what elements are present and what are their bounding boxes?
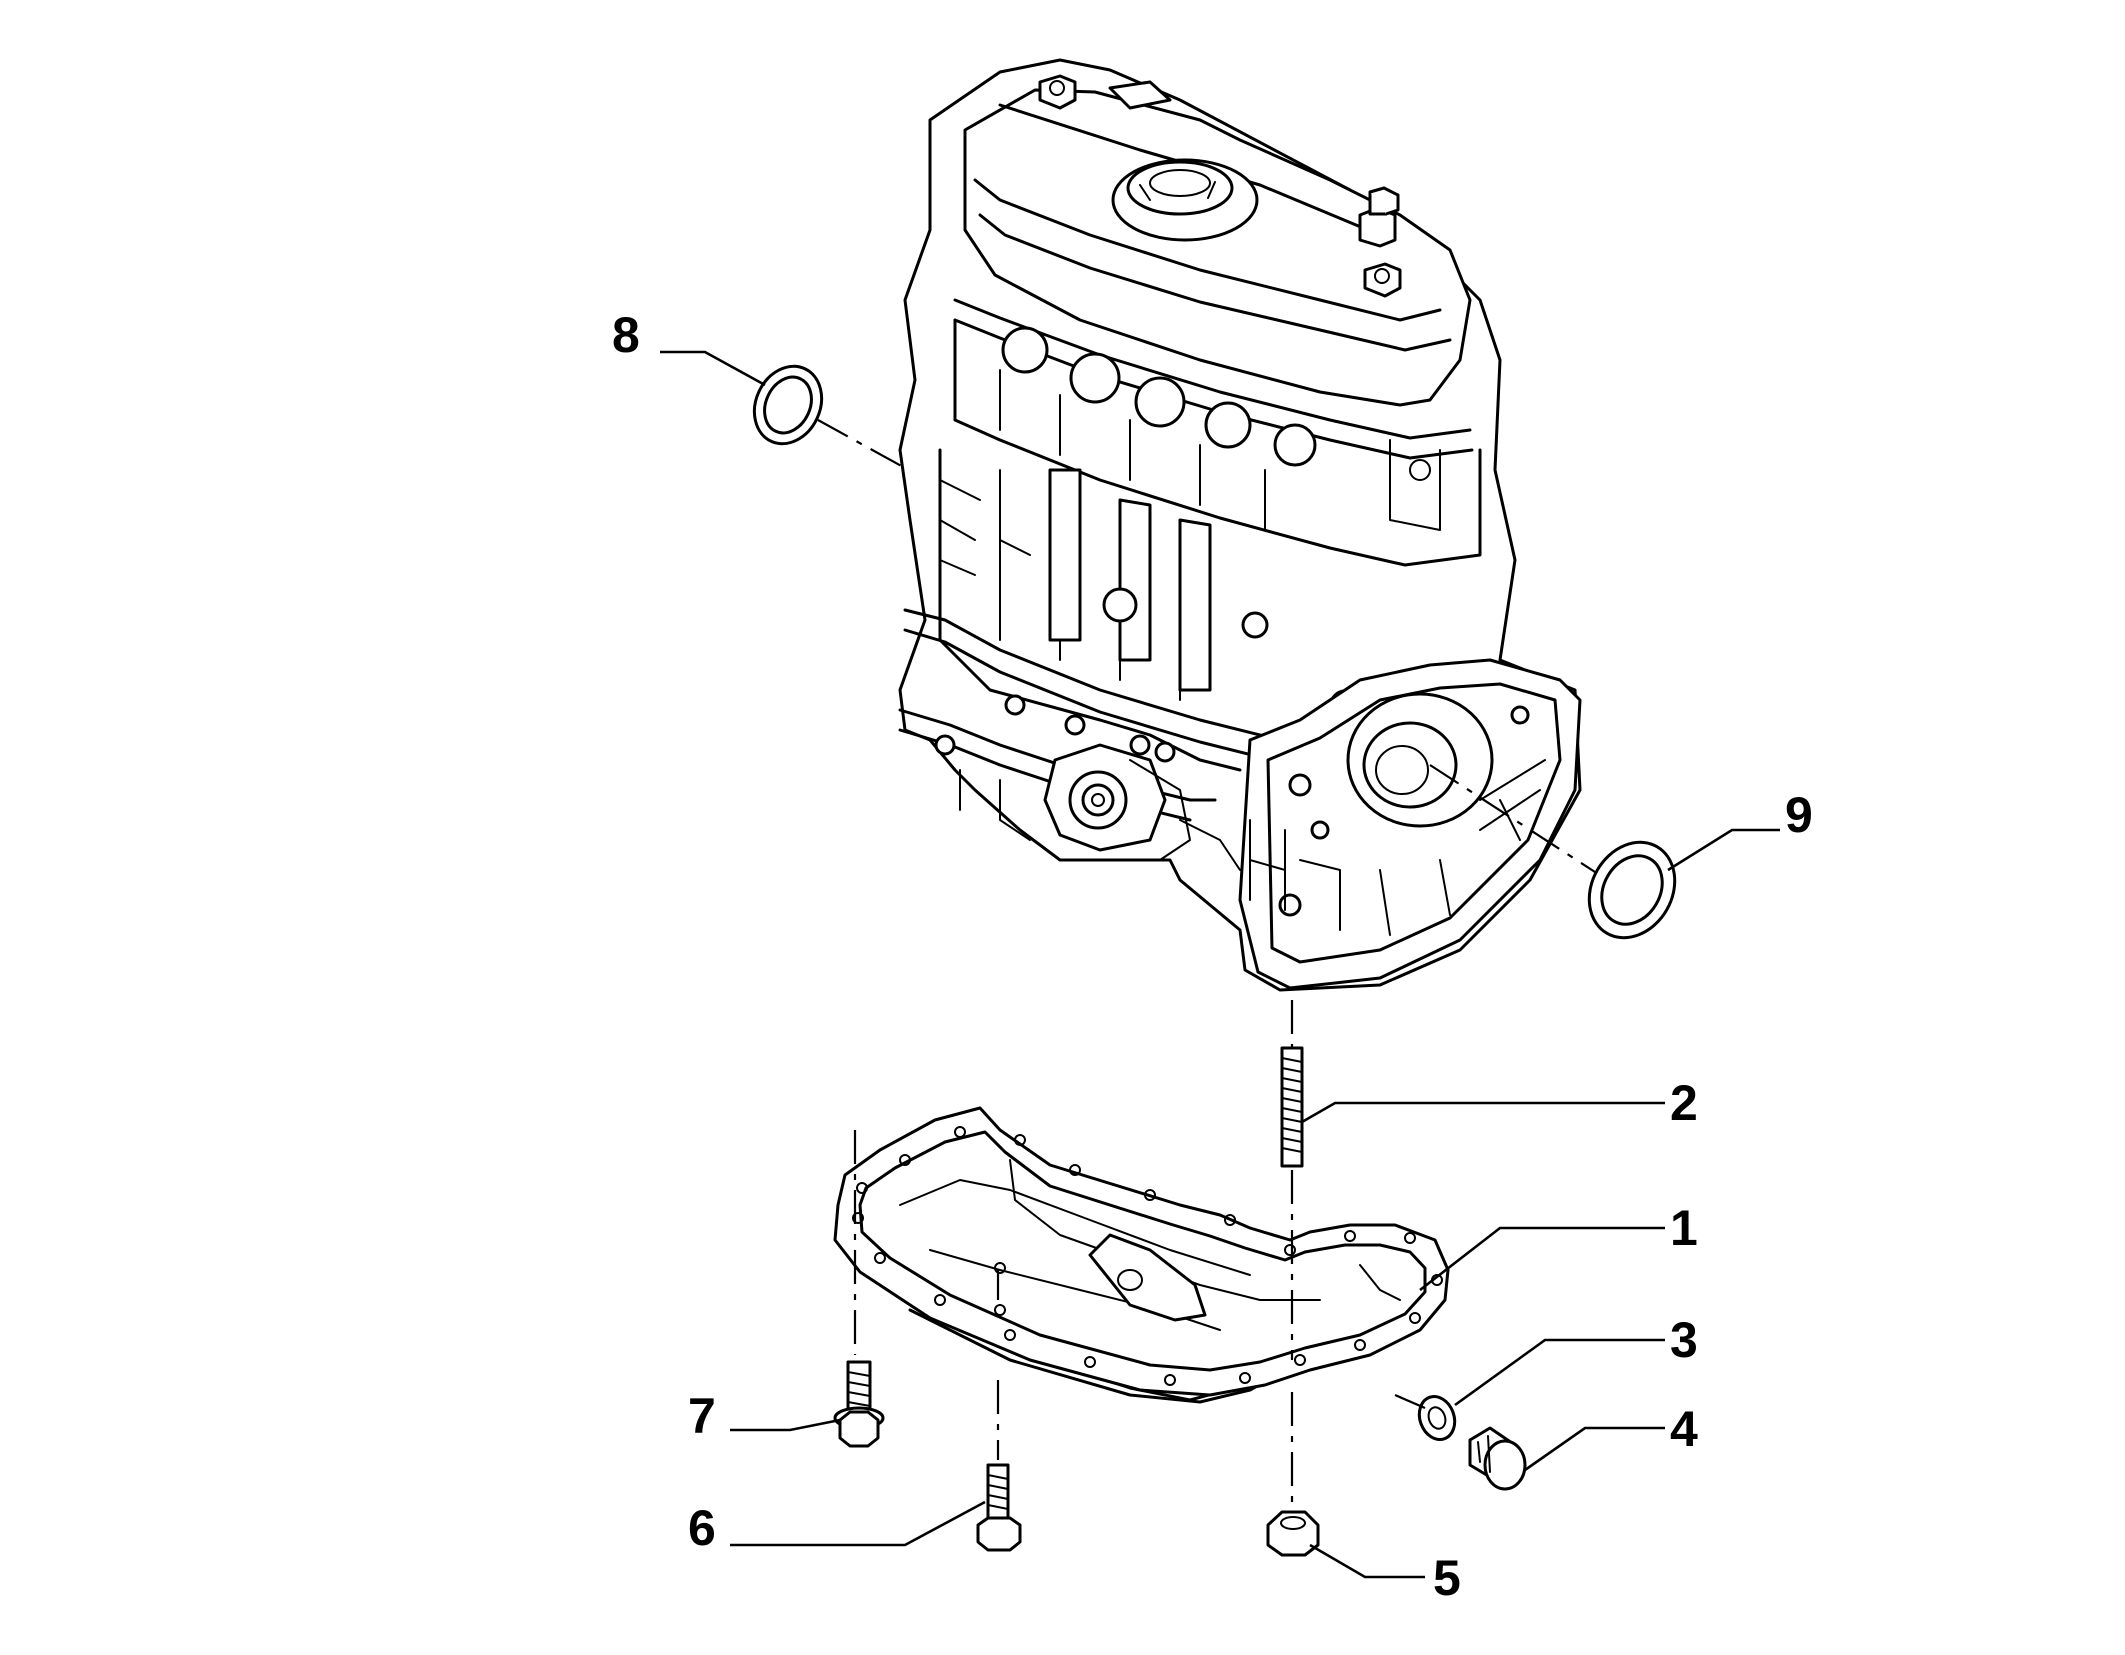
oil-sump-pan xyxy=(833,1106,1450,1404)
callout-6: 6 xyxy=(688,1500,716,1556)
flange-bolt xyxy=(833,1360,885,1448)
callout-5: 5 xyxy=(1433,1550,1461,1606)
callout-7: 7 xyxy=(688,1388,716,1444)
callout-1: 1 xyxy=(1670,1200,1698,1256)
crankshaft-seal-right xyxy=(1587,840,1677,940)
leader-lines xyxy=(660,350,1780,1579)
drain-plug xyxy=(1468,1426,1527,1491)
callout-8: 8 xyxy=(612,307,640,363)
callout-2: 2 xyxy=(1670,1075,1698,1131)
assembly-axes xyxy=(817,419,1596,1505)
drain-plug-seal-ring xyxy=(1417,1395,1457,1441)
callout-3: 3 xyxy=(1670,1312,1698,1368)
crankshaft-seal-left xyxy=(752,364,824,446)
engine-block xyxy=(898,58,1582,992)
sump-screw xyxy=(976,1463,1022,1552)
stud-bolt xyxy=(1280,1046,1304,1168)
callout-4: 4 xyxy=(1670,1401,1698,1457)
sump-nut xyxy=(1266,1510,1320,1557)
callout-9: 9 xyxy=(1785,787,1813,843)
